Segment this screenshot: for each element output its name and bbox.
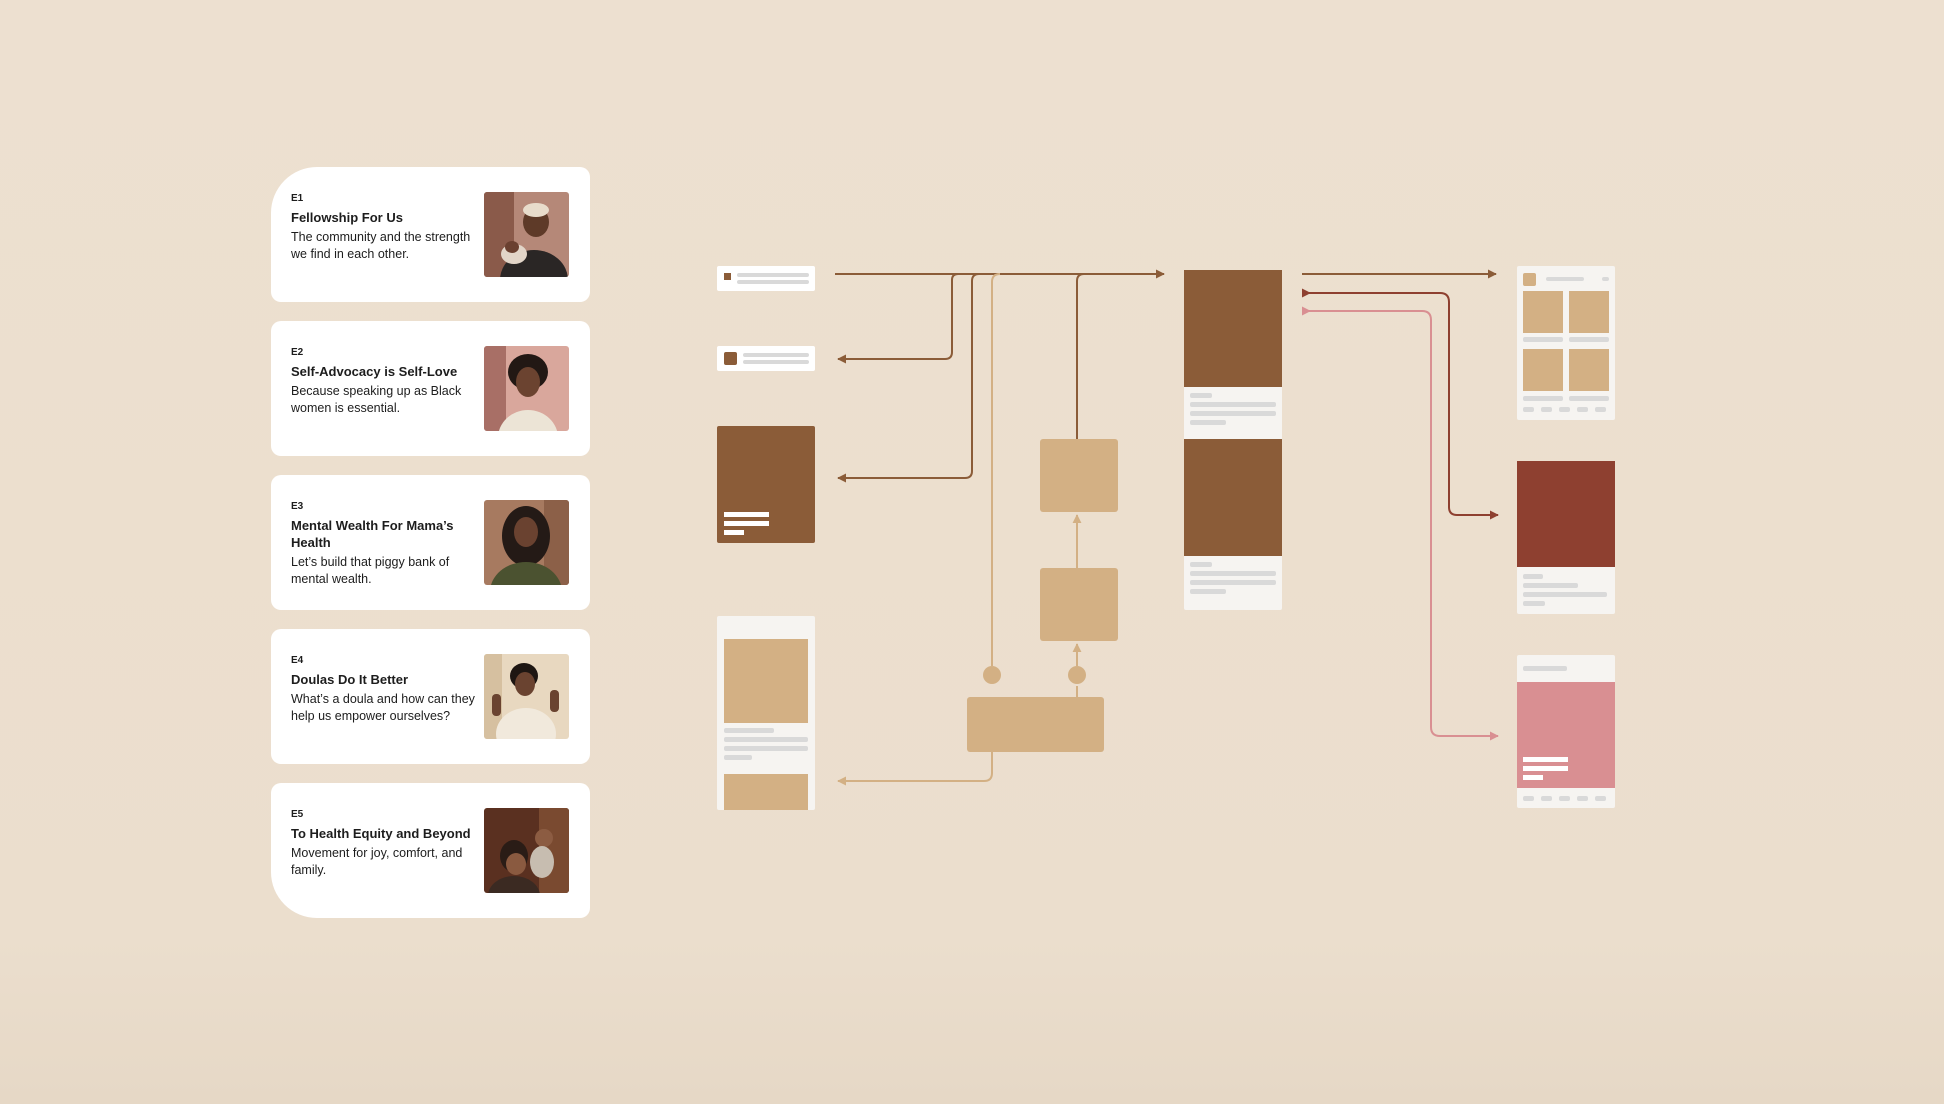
- rust-connectors: [1302, 292, 1499, 520]
- episode-card-e4[interactable]: E4 Doulas Do It Better What’s a doula an…: [271, 629, 590, 764]
- nav-bar-screen-a: [717, 266, 815, 291]
- smiling-woman-portrait-photo: [484, 346, 569, 431]
- hero-card-screen: [717, 426, 815, 543]
- rose-connectors: [1302, 310, 1499, 741]
- connector-dot-right: [1068, 666, 1086, 684]
- episode-title: Self-Advocacy is Self-Love: [291, 364, 458, 379]
- detail-screen: [1184, 270, 1282, 610]
- woman-holding-baby-photo: [484, 192, 569, 277]
- episode-description: What’s a doula and how can they help us …: [291, 692, 475, 723]
- episode-code: E1: [291, 193, 304, 204]
- episode-card-e1[interactable]: E1 Fellowship For Us The community and t…: [271, 167, 590, 302]
- episode-card-e3[interactable]: E3 Mental Wealth For Mama’s Health Let’s…: [271, 475, 590, 610]
- mother-lifting-child-photo: [484, 808, 569, 893]
- feature-screen: [1517, 461, 1615, 614]
- episode-title: Fellowship For Us: [291, 210, 403, 225]
- source-node: [967, 697, 1104, 752]
- episode-code: E2: [291, 347, 304, 358]
- brown-connectors: [835, 269, 1497, 483]
- content-list-screen: [717, 616, 815, 810]
- episode-description: The community and the strength we find i…: [291, 230, 471, 261]
- nav-bar-screen-b: [717, 346, 815, 371]
- process-node-lower: [1040, 568, 1118, 641]
- woman-with-locs-portrait-photo: [484, 500, 569, 585]
- episode-code: E3: [291, 501, 304, 512]
- grid-gallery-screen: [1517, 266, 1615, 420]
- promo-screen: [1517, 655, 1615, 808]
- episode-card-e5[interactable]: E5 To Health Equity and Beyond Movement …: [271, 783, 590, 918]
- episode-card-e2[interactable]: E2 Self-Advocacy is Self-Love Because sp…: [271, 321, 590, 456]
- episode-description: Let’s build that piggy bank of mental we…: [291, 555, 450, 586]
- episode-code: E4: [291, 655, 304, 666]
- tan-connectors: [837, 273, 1082, 786]
- process-node-upper: [1040, 439, 1118, 512]
- episode-description: Because speaking up as Black women is es…: [291, 384, 462, 415]
- connector-dot-left: [983, 666, 1001, 684]
- episode-description: Movement for joy, comfort, and family.: [291, 846, 463, 877]
- episode-title: Doulas Do It Better: [291, 672, 409, 687]
- episode-code: E5: [291, 809, 304, 820]
- woman-celebrating-photo: [484, 654, 569, 739]
- episode-title: Mental Wealth For Mama’s Health: [291, 518, 454, 550]
- episode-title: To Health Equity and Beyond: [291, 826, 471, 841]
